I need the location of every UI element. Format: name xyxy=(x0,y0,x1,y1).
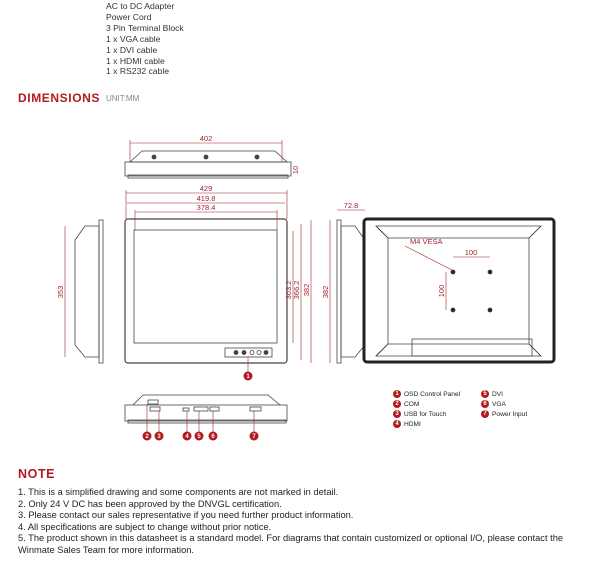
legend-label: DVI xyxy=(492,390,503,398)
legend-label: COM xyxy=(404,400,420,408)
accessory-item: Power Cord xyxy=(106,11,152,22)
callout-2 xyxy=(142,431,152,441)
callout-6 xyxy=(208,431,218,441)
dim-front-h1: 303.2 xyxy=(284,281,293,300)
dim-top-width: 402 xyxy=(200,134,213,143)
legend-label: Power Input xyxy=(492,410,528,418)
top-view xyxy=(124,150,292,179)
legend-number: 5 xyxy=(481,390,489,398)
dim-front-h3: 382 xyxy=(302,284,311,297)
callout-1 xyxy=(243,371,253,381)
accessory-item: AC to DC Adapter xyxy=(106,1,175,11)
accessory-item: 1 x VGA cable xyxy=(106,33,161,44)
dim-front-w3: 378.4 xyxy=(197,203,216,212)
note-item: 3. Please contact our sales representati… xyxy=(18,510,354,521)
callout-5 xyxy=(194,431,204,441)
callout-7 xyxy=(249,431,259,441)
note-heading: NOTE xyxy=(18,467,56,481)
legend-label: HDMI xyxy=(404,420,421,428)
callout-number: 2 xyxy=(145,434,149,440)
dimensions-heading: DIMENSIONS xyxy=(18,91,101,105)
legend-label: OSD Control Panel xyxy=(404,390,461,398)
dim-vesa-vertical: 100 xyxy=(437,285,446,298)
note-list: 1. This is a simplified drawing and some… xyxy=(18,487,563,557)
back-view xyxy=(362,217,556,364)
callout-4 xyxy=(182,431,192,441)
callout-number: 5 xyxy=(197,434,201,440)
legend-number: 7 xyxy=(481,410,489,418)
callout-number: 1 xyxy=(246,374,250,380)
legend-number: 2 xyxy=(393,400,401,408)
note-item: 1. This is a simplified drawing and some… xyxy=(18,487,339,497)
note-item: 2. Only 24 V DC has been approved by the… xyxy=(18,498,282,509)
dim-left-height: 353 xyxy=(56,286,65,299)
callouts: 1 2 3 4 5 6 7 xyxy=(142,371,259,441)
dim-right-depth: 72.8 xyxy=(344,201,359,210)
legend-number: 1 xyxy=(393,390,401,398)
legend-number: 6 xyxy=(481,400,489,408)
dim-right-height: 382 xyxy=(321,286,330,299)
bottom-view xyxy=(124,394,288,424)
dim-top-depth: 10 xyxy=(291,166,300,174)
note-item: Winmate Sales Team for more information. xyxy=(18,544,195,555)
legend-number: 3 xyxy=(393,410,401,418)
dim-front-w2: 419.8 xyxy=(197,194,216,203)
accessory-item: 1 x RS232 cable xyxy=(106,66,170,77)
legend-label: VGA xyxy=(492,400,506,408)
unit-label: UNIT:MM xyxy=(106,94,140,103)
accessory-item: 1 x HDMI cable xyxy=(106,55,165,66)
callout-3 xyxy=(154,431,164,441)
dimension-lines xyxy=(64,140,490,432)
accessory-list: AC to DC Adapter Power Cord 3 Pin Termin… xyxy=(106,1,184,77)
callout-number: 4 xyxy=(185,434,189,440)
accessory-item: 3 Pin Terminal Block xyxy=(106,22,184,33)
front-view xyxy=(124,218,288,364)
callout-number: 6 xyxy=(211,434,215,440)
legend-label: USB for Touch xyxy=(404,410,447,418)
callout-number: 3 xyxy=(157,434,161,440)
left-side-view xyxy=(74,219,104,364)
dim-front-w1: 429 xyxy=(200,184,213,193)
right-side-view xyxy=(336,219,366,364)
callout-number: 7 xyxy=(252,434,256,440)
legend-number: 4 xyxy=(393,420,401,428)
dim-vesa-horizontal: 100 xyxy=(465,248,478,257)
vesa-label: M4 VESA xyxy=(410,237,443,246)
note-item: 4. All specifications are subject to cha… xyxy=(18,521,272,532)
dim-front-h2: 366.2 xyxy=(292,281,301,300)
note-item: 5. The product shown in this datasheet i… xyxy=(18,533,564,544)
accessory-item: 1 x DVI cable xyxy=(106,44,158,55)
